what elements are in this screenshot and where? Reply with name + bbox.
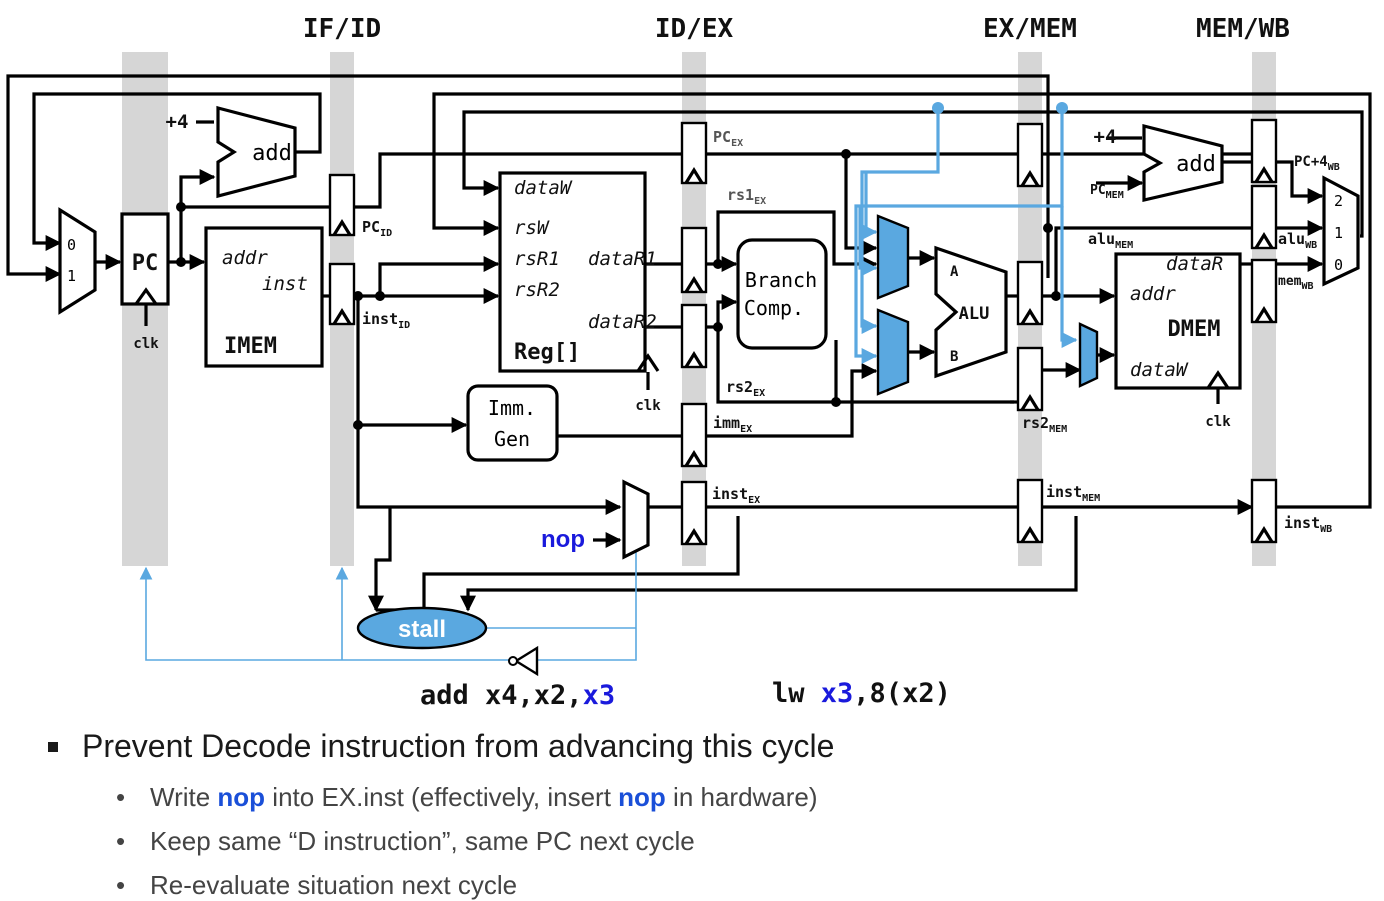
decode-instruction-caption: add x4,x2,x3 — [420, 680, 616, 711]
forwarding-wires — [139, 108, 1078, 661]
label-rs2-ex: rs2EX — [726, 378, 765, 399]
label-alu-mem: aluMEM — [1088, 230, 1133, 251]
svg-text:dataW: dataW — [514, 177, 573, 199]
label-inst-id: instID — [362, 310, 410, 331]
label-inst-mem: instMEM — [1046, 483, 1100, 504]
forward-junction-1 — [932, 102, 944, 114]
nop-label: nop — [541, 526, 585, 553]
wb-mux: 2 1 0 — [1322, 175, 1360, 287]
pipeline-registers — [328, 118, 1278, 546]
svg-text:PC: PC — [132, 251, 159, 276]
label-rs2-mem: rs2MEM — [1022, 414, 1067, 435]
svg-text:dataR2: dataR2 — [588, 311, 657, 333]
svg-text:ALU: ALU — [959, 304, 990, 324]
nop-mux — [622, 479, 650, 560]
exec-instruction-caption: lw x3,8(x2) — [772, 678, 951, 709]
pc-register: PC clk — [120, 212, 170, 352]
plus4-if: +4 — [166, 111, 189, 133]
stall-inverter-icon — [508, 645, 539, 677]
dot-bullet-icon: • — [116, 782, 126, 812]
alu-mux-b — [876, 308, 910, 396]
label-pc4-wb: PC+4WB — [1294, 154, 1340, 173]
svg-text:dataR: dataR — [1166, 253, 1223, 275]
svg-text:rsR1: rsR1 — [514, 248, 560, 270]
label-alu-wb: aluWB — [1278, 230, 1317, 251]
svg-text:A: A — [950, 264, 959, 280]
svg-text:Gen: Gen — [494, 427, 530, 451]
dot-bullet-icon: • — [116, 826, 126, 856]
svg-text:rsR2: rsR2 — [514, 279, 560, 301]
label-pc-mem: PCMEM — [1090, 183, 1124, 201]
label-inst-ex: instEX — [712, 485, 760, 506]
label-rs1-ex: rs1EX — [727, 186, 766, 207]
svg-text:Reg[]: Reg[] — [514, 340, 580, 365]
svg-text:B: B — [950, 349, 958, 365]
svg-text:0: 0 — [67, 236, 76, 254]
dmem-data-mux — [1078, 322, 1099, 388]
pc-mux: 0 1 — [58, 207, 97, 315]
register-file: dataW rsW rsR1 rsR2 dataR1 dataR2 Reg[] … — [498, 171, 661, 414]
black-wires — [6, 74, 1372, 612]
label-mem-wb: memWB — [1278, 274, 1314, 292]
imem: addr inst IMEM — [204, 226, 324, 368]
svg-text:rsW: rsW — [514, 217, 550, 239]
square-bullet-icon — [48, 742, 58, 752]
if-adder: add +4 — [166, 105, 297, 199]
svg-text:Imm.: Imm. — [488, 396, 536, 420]
alu-mux-a — [876, 214, 910, 300]
forward-junction-2 — [1056, 102, 1068, 114]
svg-text:addr: addr — [1130, 283, 1176, 305]
svg-text:inst: inst — [262, 273, 308, 295]
alu: A B ALU — [934, 245, 1008, 379]
label-imm-ex: immEX — [713, 414, 752, 435]
datapath-diagram: IF/ID ID/EX EX/MEM MEM/WB — [6, 14, 1372, 677]
svg-text:IMEM: IMEM — [224, 334, 277, 359]
svg-text:DMEM: DMEM — [1168, 317, 1221, 342]
label-pc-id: PCID — [362, 218, 392, 239]
stall-unit: stall — [356, 606, 488, 650]
plus4-mem: +4 — [1094, 126, 1117, 148]
svg-text:dataR1: dataR1 — [588, 248, 657, 270]
imm-gen: Imm. Gen — [466, 384, 559, 462]
svg-text:0: 0 — [1334, 256, 1343, 274]
dmem-clk-label: clk — [1205, 414, 1231, 430]
svg-text:2: 2 — [1334, 192, 1343, 210]
signal-labels: PCID instID PCEX rs1EX rs2EX immEX instE… — [362, 128, 1340, 535]
svg-text:addr: addr — [222, 247, 268, 269]
dmem: dataR addr DMEM dataW clk — [1114, 252, 1242, 430]
stage-label-exmem: EX/MEM — [983, 14, 1077, 44]
stage-label-idex: ID/EX — [655, 14, 734, 44]
pc-clk-label: clk — [133, 336, 159, 352]
svg-text:dataW: dataW — [1130, 359, 1189, 381]
stage-label-memwb: MEM/WB — [1196, 14, 1290, 44]
svg-text:stall: stall — [398, 616, 446, 643]
label-inst-wb: instWB — [1284, 514, 1332, 535]
svg-text:1: 1 — [67, 267, 76, 285]
svg-text:add: add — [252, 141, 292, 166]
svg-text:Branch: Branch — [745, 268, 817, 292]
svg-text:add: add — [1176, 152, 1216, 177]
label-pc-ex: PCEX — [713, 128, 743, 149]
svg-text:Comp.: Comp. — [744, 296, 804, 320]
reg-clk-label: clk — [635, 398, 661, 414]
dot-bullet-icon: • — [116, 870, 126, 900]
junction-dots — [176, 149, 1061, 430]
stage-label-ifid: IF/ID — [303, 14, 381, 44]
svg-text:1: 1 — [1334, 224, 1343, 242]
branch-comparator: Branch Comp. — [736, 238, 828, 350]
mem-adder: add +4 — [1094, 123, 1224, 203]
